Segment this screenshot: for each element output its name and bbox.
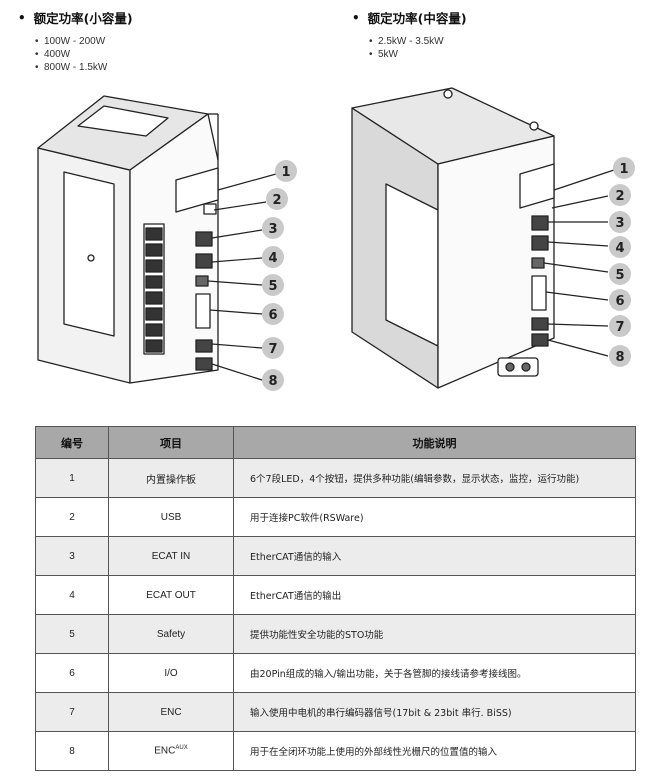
cell-item: Safety — [108, 614, 234, 654]
callout-3: 3 — [268, 222, 277, 237]
small-drive-illustration: 1 2 3 4 5 6 7 8 — [18, 78, 318, 398]
small-drive-svg: 1 2 3 4 5 6 7 8 — [37, 95, 297, 391]
cell-num: 2 — [35, 497, 109, 537]
section-medium-capacity: • 额定功率(中容量) •2.5kW - 3.5kW •5kW — [352, 8, 467, 61]
cell-desc: 提供功能性安全功能的STO功能 — [233, 614, 636, 654]
cell-num: 4 — [35, 575, 109, 615]
cell-item: 内置操作板 — [108, 458, 234, 498]
table-row: 4 ECAT OUT EtherCAT通信的输出 — [35, 575, 636, 615]
list-item: •800W - 1.5kW — [35, 62, 108, 73]
cell-desc: 用于连接PC软件(RSWare) — [233, 497, 636, 537]
header-desc: 功能说明 — [233, 426, 636, 459]
callout-2: 2 — [272, 193, 281, 208]
cell-item: ENCAUX — [108, 731, 234, 771]
section-title: • 额定功率(中容量) — [352, 8, 467, 27]
callout-1: 1 — [619, 162, 628, 177]
table-row: 8 ENCAUX 用于在全闭环功能上使用的外部线性光栅尺的位置值的输入 — [35, 731, 636, 771]
table-row: 7 ENC 输入使用中电机的串行编码器信号(17bit & 23bit 串行. … — [35, 692, 636, 732]
list-item: •2.5kW - 3.5kW — [369, 36, 444, 47]
cell-desc: EtherCAT通信的输入 — [233, 536, 636, 576]
table-row: 6 I/O 由20Pin组成的输入/输出功能，关于各管脚的接线请参考接线图。 — [35, 653, 636, 693]
cell-desc: EtherCAT通信的输出 — [233, 575, 636, 615]
bullet: • — [18, 10, 26, 25]
callout-7: 7 — [268, 342, 277, 357]
header-num: 编号 — [35, 426, 109, 459]
cell-num: 3 — [35, 536, 109, 576]
bullet: • — [352, 10, 360, 25]
cell-item: ECAT OUT — [108, 575, 234, 615]
section-title-text: 额定功率(中容量) — [367, 11, 467, 26]
medium-drive-illustration: 1 2 3 4 5 6 7 8 — [332, 78, 652, 398]
cell-num: 7 — [35, 692, 109, 732]
callout-3: 3 — [615, 216, 624, 231]
table-row: 3 ECAT IN EtherCAT通信的输入 — [35, 536, 636, 576]
power-list: •100W - 200W •400W •800W - 1.5kW — [18, 35, 133, 74]
table-header-row: 编号 项目 功能说明 — [35, 426, 636, 459]
callout-2: 2 — [615, 189, 624, 204]
callout-5: 5 — [268, 279, 277, 294]
power-list: •2.5kW - 3.5kW •5kW — [352, 35, 467, 61]
cell-desc: 6个7段LED，4个按钮，提供多种功能(编辑参数，显示状态，监控，运行功能) — [233, 458, 636, 498]
table-row: 2 USB 用于连接PC软件(RSWare) — [35, 497, 636, 537]
callout-5: 5 — [615, 268, 624, 283]
section-small-capacity: • 额定功率(小容量) •100W - 200W •400W •800W - 1… — [18, 8, 133, 74]
list-item: •400W — [35, 49, 71, 60]
list-item: •5kW — [369, 49, 398, 60]
section-title: • 额定功率(小容量) — [18, 8, 133, 27]
cell-num: 6 — [35, 653, 109, 693]
callout-7: 7 — [615, 320, 624, 335]
cell-num: 5 — [35, 614, 109, 654]
cell-desc: 输入使用中电机的串行编码器信号(17bit & 23bit 串行. BiSS) — [233, 692, 636, 732]
callout-6: 6 — [615, 294, 624, 309]
cell-desc: 由20Pin组成的输入/输出功能，关于各管脚的接线请参考接线图。 — [233, 653, 636, 693]
cell-item: ENC — [108, 692, 234, 732]
cell-item-sup: AUX — [175, 745, 188, 752]
callout-6: 6 — [268, 308, 277, 323]
table-row: 5 Safety 提供功能性安全功能的STO功能 — [35, 614, 636, 654]
callout-1: 1 — [281, 165, 290, 180]
callout-4: 4 — [268, 251, 277, 266]
header-item: 项目 — [108, 426, 234, 459]
cell-num: 8 — [35, 731, 109, 771]
function-table: 编号 项目 功能说明 1 内置操作板 6个7段LED，4个按钮，提供多种功能(编… — [35, 426, 636, 771]
cell-item-text: ENC — [154, 745, 176, 757]
list-item: •100W - 200W — [35, 36, 106, 47]
cell-desc: 用于在全闭环功能上使用的外部线性光栅尺的位置值的输入 — [233, 731, 636, 771]
cell-item: ECAT IN — [108, 536, 234, 576]
callout-8: 8 — [615, 350, 624, 365]
cell-item: USB — [108, 497, 234, 537]
cell-item: I/O — [108, 653, 234, 693]
medium-drive-svg: 1 2 3 4 5 6 7 8 — [351, 87, 635, 389]
callout-8: 8 — [268, 374, 277, 389]
section-title-text: 额定功率(小容量) — [33, 11, 133, 26]
cell-num: 1 — [35, 458, 109, 498]
callout-4: 4 — [615, 241, 624, 256]
table-row: 1 内置操作板 6个7段LED，4个按钮，提供多种功能(编辑参数，显示状态，监控… — [35, 458, 636, 498]
